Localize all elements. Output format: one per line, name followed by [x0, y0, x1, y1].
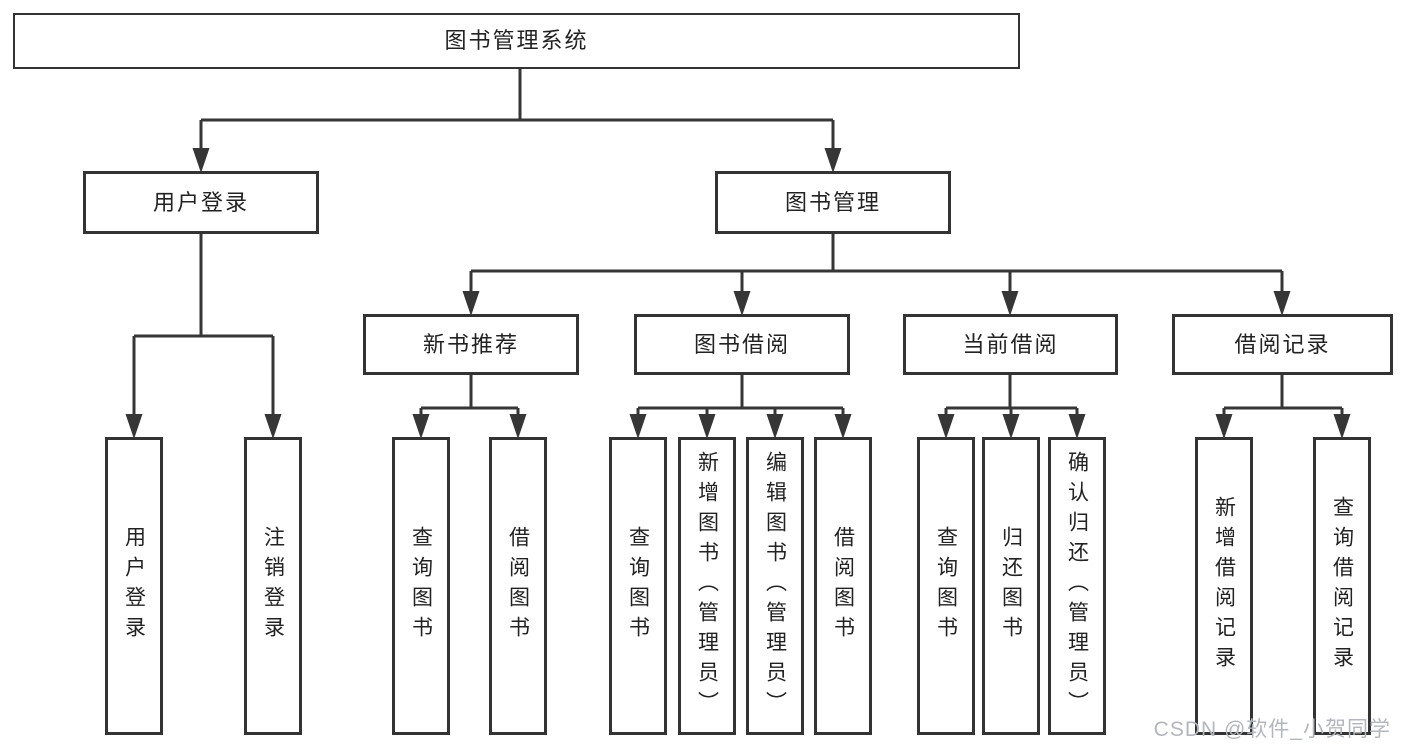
- node-new-book-recommend: 新书推荐: [363, 314, 579, 375]
- csdn-watermark: CSDN @软件_小贺同学: [1153, 718, 1391, 741]
- node-new-book-recommend-label: 新书推荐: [422, 331, 519, 357]
- node-book-management: 图书管理: [715, 171, 951, 234]
- arrowheads: [125, 148, 1351, 439]
- leaf-borrow-books-recommend-label: 借阅图书: [506, 526, 530, 646]
- leaf-add-book-admin-label: 新增图书（管理员）: [695, 451, 719, 721]
- node-user-login-label: 用户登录: [152, 189, 249, 215]
- leaf-logout-label: 注销登录: [261, 526, 285, 646]
- node-borrow-records-label: 借阅记录: [1234, 331, 1331, 357]
- leaf-borrow-books-2-label: 借阅图书: [831, 526, 855, 646]
- node-book-borrow: 图书借阅: [634, 314, 850, 375]
- node-root-label: 图书管理系统: [444, 28, 589, 53]
- leaf-add-borrow-record-label: 新增借阅记录: [1212, 496, 1236, 676]
- leaf-user-login-label: 用户登录: [122, 526, 146, 646]
- leaf-borrow-books-recommend: 借阅图书: [489, 437, 547, 735]
- leaf-logout: 注销登录: [244, 437, 302, 735]
- leaf-query-books-current-label: 查询图书: [934, 526, 958, 646]
- leaf-query-books-borrow: 查询图书: [609, 437, 667, 735]
- node-user-login: 用户登录: [83, 171, 319, 234]
- node-book-borrow-label: 图书借阅: [693, 331, 790, 357]
- leaf-query-books-current: 查询图书: [917, 437, 975, 735]
- node-borrow-records: 借阅记录: [1172, 314, 1393, 375]
- leaf-edit-book-admin: 编辑图书（管理员）: [746, 437, 804, 735]
- leaf-query-borrow-record-label: 查询借阅记录: [1330, 496, 1354, 676]
- leaf-query-books-borrow-label: 查询图书: [626, 526, 650, 646]
- leaf-return-books: 归还图书: [982, 437, 1040, 735]
- leaf-edit-book-admin-label: 编辑图书（管理员）: [763, 451, 787, 721]
- node-book-management-label: 图书管理: [784, 189, 881, 215]
- leaf-user-login: 用户登录: [105, 437, 163, 735]
- leaf-add-book-admin: 新增图书（管理员）: [678, 437, 736, 735]
- leaf-query-borrow-record: 查询借阅记录: [1313, 437, 1371, 735]
- leaf-query-books-recommend: 查询图书: [392, 437, 450, 735]
- node-current-borrow: 当前借阅: [903, 314, 1118, 375]
- leaf-confirm-return-admin: 确认归还（管理员）: [1048, 437, 1106, 735]
- connector-paths: [132, 69, 1344, 428]
- leaf-add-borrow-record: 新增借阅记录: [1195, 437, 1253, 735]
- node-current-borrow-label: 当前借阅: [962, 331, 1059, 357]
- leaf-query-books-recommend-label: 查询图书: [409, 526, 433, 646]
- node-root: 图书管理系统: [13, 13, 1020, 69]
- leaf-borrow-books-2: 借阅图书: [814, 437, 872, 735]
- leaf-confirm-return-admin-label: 确认归还（管理员）: [1065, 451, 1089, 721]
- leaf-return-books-label: 归还图书: [999, 526, 1023, 646]
